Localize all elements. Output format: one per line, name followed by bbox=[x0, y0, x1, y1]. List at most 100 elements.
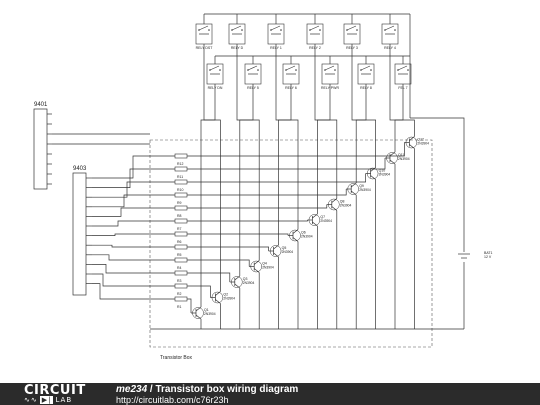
relay-bottom-6-contact bbox=[397, 65, 408, 71]
logo-block-icon: ▶| bbox=[39, 396, 54, 404]
relay-top-5-contact bbox=[346, 25, 357, 31]
transistor-5-emitter bbox=[273, 252, 279, 258]
transistor-4-emitter bbox=[253, 268, 260, 273]
transistor-2-part: 2N3904 bbox=[223, 297, 235, 301]
relay-bottom-1-pin bbox=[209, 69, 211, 71]
logo-lab-text: LAB bbox=[55, 396, 73, 404]
base-link-11 bbox=[187, 158, 386, 170]
transistor-1-name: Q1 bbox=[204, 308, 209, 312]
transistor-box-border bbox=[149, 139, 433, 348]
transistor-3-name: Q3 bbox=[243, 277, 248, 281]
transistor-3 bbox=[231, 276, 243, 288]
resistor-1 bbox=[174, 296, 188, 302]
relay-bottom-1-contact bbox=[209, 65, 220, 71]
transistor-12-emitter bbox=[409, 144, 415, 149]
base-wire-4 bbox=[92, 254, 175, 261]
footer-bar: CIRCUIT ∿∿▶|LAB me234 / Transistor box w… bbox=[0, 383, 540, 405]
resistor-5-label: R5 bbox=[177, 253, 182, 257]
base-link-4 bbox=[187, 259, 250, 267]
resistor-12-label: R12 bbox=[177, 162, 183, 166]
relay-bottom-5-pin bbox=[370, 69, 372, 71]
title-separator: / bbox=[147, 384, 156, 395]
relay-top-2-contact bbox=[231, 25, 242, 31]
resistor-6 bbox=[174, 231, 188, 237]
relay-top-6-pin bbox=[394, 29, 396, 31]
resistor-2 bbox=[174, 283, 188, 289]
base-link-1 bbox=[187, 298, 192, 313]
transistor-10-emitter bbox=[370, 175, 376, 180]
transistor-5-collector bbox=[273, 244, 279, 250]
transistor-7-emitter bbox=[312, 221, 318, 227]
relay-top-1-contact bbox=[198, 25, 209, 31]
transistor-2-emitter bbox=[215, 299, 221, 304]
transistor-6-emitter bbox=[292, 237, 299, 242]
resistor-2-label: R2 bbox=[177, 292, 182, 296]
relay-bottom-3-contact bbox=[285, 65, 296, 71]
author-link[interactable]: me234 bbox=[116, 384, 148, 395]
base-wire-6 bbox=[92, 233, 175, 236]
connector-9401-label: 9401 bbox=[34, 102, 48, 108]
transistor-11-emitter bbox=[389, 159, 396, 165]
relay-top-3-pin bbox=[280, 29, 282, 31]
circuit-url[interactable]: http://circuitlab.com/c76r23h bbox=[116, 395, 229, 405]
base-link-7 bbox=[187, 220, 308, 222]
collector-wire-11 bbox=[394, 84, 404, 152]
transistor-12-collector bbox=[409, 136, 415, 141]
resistor-4-label: R4 bbox=[177, 266, 182, 270]
circuit-title-line: me234 / Transistor box wiring diagram bbox=[116, 384, 298, 395]
transistor-7-name: Q7 bbox=[320, 215, 325, 219]
relay-top-3-pin bbox=[270, 29, 272, 31]
relay-top-1-pin bbox=[198, 29, 200, 31]
transistor-1-collector bbox=[195, 306, 202, 312]
resistor-8 bbox=[174, 205, 188, 211]
resistor-5 bbox=[174, 244, 188, 250]
base-link-5 bbox=[187, 246, 269, 251]
transistor-6-part: 2N3904 bbox=[301, 235, 313, 239]
relay-bottom-3-pin bbox=[285, 69, 287, 71]
transistor-10 bbox=[366, 167, 379, 180]
base-link-8 bbox=[187, 204, 328, 209]
transistor-4 bbox=[250, 260, 262, 273]
transistor-3-part: 2N3904 bbox=[243, 281, 255, 285]
transistor-4-part: 2N3904 bbox=[262, 266, 274, 270]
transistor-12-name: Q12 bbox=[417, 138, 424, 142]
resistor-10 bbox=[174, 179, 188, 185]
collector-wire-12 bbox=[389, 44, 415, 137]
transistor-6-name: Q6 bbox=[301, 231, 306, 235]
transistor-6 bbox=[289, 229, 301, 242]
transistor-9-name: Q9 bbox=[359, 184, 364, 188]
transistor-1-emitter bbox=[195, 314, 202, 320]
transistor-2-collector bbox=[215, 291, 221, 296]
base-wire-8 bbox=[92, 207, 175, 217]
relay-top-6-pin bbox=[384, 29, 386, 31]
transistor-9 bbox=[347, 183, 359, 195]
relay-bottom-2-contact bbox=[247, 65, 258, 71]
transistor-3-collector bbox=[234, 275, 241, 281]
resistor-3 bbox=[174, 270, 188, 276]
relay-top-1-label: RELY DST bbox=[196, 46, 214, 50]
base-link-6 bbox=[187, 233, 289, 236]
collector-wire-2 bbox=[203, 44, 221, 292]
transistor-11-name: Q11 bbox=[398, 153, 404, 157]
transistor-7-collector bbox=[312, 213, 318, 219]
relay-bottom-4-contact bbox=[324, 65, 335, 71]
resistor-6-label: R6 bbox=[177, 240, 182, 244]
transistor-8-collector bbox=[331, 198, 338, 203]
transistor-1 bbox=[192, 307, 204, 319]
collector-wire-9 bbox=[355, 84, 367, 183]
relay-bottom-2-pin bbox=[257, 69, 259, 71]
relay-bottom-5-contact bbox=[360, 65, 371, 71]
relay-top-1-pin bbox=[208, 29, 210, 31]
resistor-1-label: R1 bbox=[177, 305, 182, 309]
base-wire-10 bbox=[92, 181, 175, 198]
base-wire-5 bbox=[92, 244, 175, 248]
circuitlab-logo[interactable]: CIRCUIT bbox=[24, 383, 86, 398]
resistor-10-label: R10 bbox=[177, 188, 183, 192]
resistor-4 bbox=[174, 257, 188, 263]
relay-bottom-3-pin bbox=[295, 69, 297, 71]
base-wire-1 bbox=[92, 283, 175, 300]
connector-9403 bbox=[72, 172, 87, 296]
resistor-7 bbox=[174, 218, 188, 224]
collector-wire-10 bbox=[351, 44, 376, 168]
